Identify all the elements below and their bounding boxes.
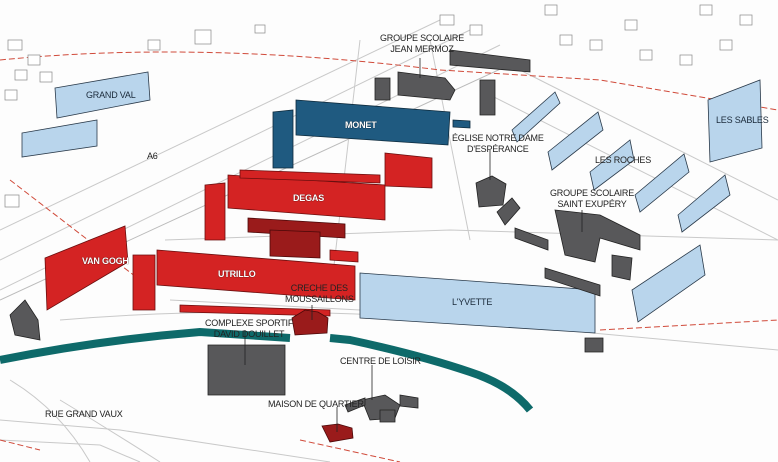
small-houses [4,4,753,208]
building-creche [291,309,329,336]
slab [631,244,706,323]
slab [589,139,635,191]
label-eglise-line2: D'ESPÉRANCE [467,144,529,154]
label-creche-line1: CRECHE DES [290,283,348,293]
label-centre-loisir: CENTRE DE LOISIR [340,356,421,366]
building-eglise [475,175,507,208]
housing-darkred [247,217,354,443]
label-van-gogh: VAN GOGH [82,256,129,266]
building-mermoz [397,71,456,101]
slab [677,174,731,233]
monet-building [272,99,471,169]
label-exupery-line2: SAINT EXUPÉRY [557,199,627,209]
label-complexe-line2: DAVID DOUILLET [213,329,285,339]
building-yvette [359,272,596,334]
label-les-roches: LES ROCHES [595,155,652,165]
building-les-sables [707,79,763,163]
slab [634,153,690,213]
label-a6: A6 [147,151,158,161]
label-les-sables: LES SABLES [716,115,769,125]
label-monet: MONET [345,120,377,130]
label-mermoz-line1: GROUPE SCOLAIRE [380,33,465,43]
housing-red [44,152,433,317]
label-creche-line2: MOUSSAILLONS [285,294,354,304]
building-grand-val [54,71,151,119]
label-exupery-line1: GROUPE SCOLAIRE [550,188,635,198]
slab [547,111,604,171]
label-maison-quartier: MAISON DE QUARTIER [268,399,364,409]
river [0,327,534,413]
social-housing-lightblue [21,71,763,334]
building-complexe-sportif [207,344,286,396]
label-grand-val: GRAND VAL [86,90,136,100]
building-saint-exupery [554,209,641,263]
label-utrillo: UTRILLO [218,269,256,279]
building-utrillo [156,249,356,301]
facilities-gray [9,49,641,423]
label-rue-grand-vaux: RUE GRAND VAUX [45,409,123,419]
building-van-gogh [44,225,129,311]
label-degas: DEGAS [293,193,325,203]
label-yvette: L'YVETTE [452,297,493,307]
label-mermoz-line2: JEAN MERMOZ [390,44,454,54]
building-grand-val-2 [21,119,98,158]
slab [511,91,561,143]
building-maison-quartier [321,423,354,443]
label-eglise-line1: ÉGLISE NOTRE DAME [452,133,544,143]
label-complexe-line1: COMPLEXE SPORTIF [205,318,294,328]
leader-lines [244,58,583,432]
